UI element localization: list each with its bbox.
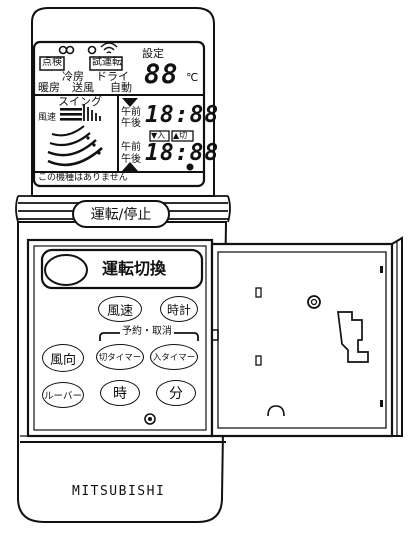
timer-pm-label: 午後 bbox=[121, 154, 141, 165]
hour-button[interactable]: 時 bbox=[100, 380, 140, 406]
timer-on-box bbox=[149, 130, 170, 142]
timer-value: 18:88 bbox=[145, 140, 220, 166]
fan-speed-indicator-label: 風速 bbox=[38, 113, 57, 123]
timer-up-triangle-icon bbox=[122, 162, 138, 171]
door-hinge-tab bbox=[212, 329, 219, 341]
temperature-value: 88 bbox=[144, 59, 179, 90]
airflow-arc-icon bbox=[47, 125, 103, 167]
setting-label: 設定 bbox=[142, 47, 164, 60]
mode-fan-label: 送風 bbox=[72, 81, 94, 94]
door-screw bbox=[307, 295, 321, 309]
louver-button[interactable]: ルーバー bbox=[42, 382, 84, 408]
signal-icon bbox=[100, 42, 118, 54]
clock-value: 18:88 bbox=[145, 102, 220, 128]
timer-off-box bbox=[171, 130, 194, 142]
hour-button-label: 時 bbox=[113, 386, 127, 402]
mode-cool-label: 冷房 bbox=[62, 70, 84, 83]
fan-level-icon bbox=[83, 104, 101, 121]
clock-button-label: 時計 bbox=[166, 302, 191, 317]
clock-am-label: 午前 bbox=[121, 107, 141, 118]
mode-dry-label: ドライ bbox=[96, 70, 129, 83]
display-footer-text: この機種はありません bbox=[38, 173, 128, 183]
fan-speed-button-label: 風速 bbox=[106, 303, 133, 319]
battery-door bbox=[210, 242, 394, 438]
door-slot-right-top bbox=[380, 266, 383, 273]
timer-group-label: 予約・取消 bbox=[120, 326, 174, 337]
clock-button[interactable]: 時計 bbox=[160, 296, 198, 322]
mode-auto-label: 自動 bbox=[110, 81, 132, 94]
off-timer-button-label: 切タイマー bbox=[98, 353, 142, 363]
timer-am-label: 午前 bbox=[121, 142, 141, 153]
wind-direction-button[interactable]: 風向 bbox=[42, 344, 84, 372]
mode-heat-label: 暖房 bbox=[38, 81, 60, 94]
fan-speed-button[interactable]: 風速 bbox=[98, 296, 142, 322]
minute-button[interactable]: 分 bbox=[156, 380, 196, 406]
clock-icon bbox=[87, 45, 97, 55]
minute-button-label: 分 bbox=[169, 386, 183, 402]
swing-label: スイング bbox=[58, 95, 102, 108]
mode-change-recess bbox=[44, 254, 88, 286]
trial-label-box bbox=[89, 56, 123, 71]
on-timer-button[interactable]: 入タイマー bbox=[150, 344, 198, 370]
temperature-unit: ℃ bbox=[186, 71, 199, 84]
test-label-box bbox=[39, 56, 65, 71]
clock-pm-label: 午後 bbox=[121, 118, 141, 129]
panel-screw bbox=[144, 413, 156, 425]
door-slot-bottom bbox=[255, 355, 262, 366]
louver-swing-icon bbox=[60, 108, 82, 121]
power-button[interactable]: 運転/停止 bbox=[72, 200, 170, 228]
door-bottom-notch bbox=[267, 405, 285, 417]
louver-button-label: ルーバー bbox=[44, 391, 82, 402]
door-slot-right-bottom bbox=[380, 400, 383, 407]
infinity-icon bbox=[58, 45, 75, 55]
timer-off-label: ▲切 bbox=[173, 131, 188, 140]
power-button-label: 運転/停止 bbox=[90, 207, 152, 223]
door-latch bbox=[337, 311, 369, 363]
door-slot-top bbox=[255, 287, 262, 298]
brand-logo-text: MITSUBISHI bbox=[72, 484, 166, 499]
timer-down-triangle-icon bbox=[122, 98, 138, 107]
mode-test-label: 点検 bbox=[42, 57, 62, 68]
mode-trial-label: 試運転 bbox=[92, 57, 122, 68]
on-timer-button-label: 入タイマー bbox=[152, 353, 196, 363]
transmit-dot-icon bbox=[186, 163, 194, 171]
mode-change-button[interactable]: 運転切換 bbox=[102, 259, 167, 278]
wind-direction-button-label: 風向 bbox=[49, 352, 76, 368]
off-timer-button[interactable]: 切タイマー bbox=[96, 344, 144, 370]
timer-on-label: ▼入 bbox=[151, 131, 166, 140]
arc-dots bbox=[86, 136, 101, 155]
